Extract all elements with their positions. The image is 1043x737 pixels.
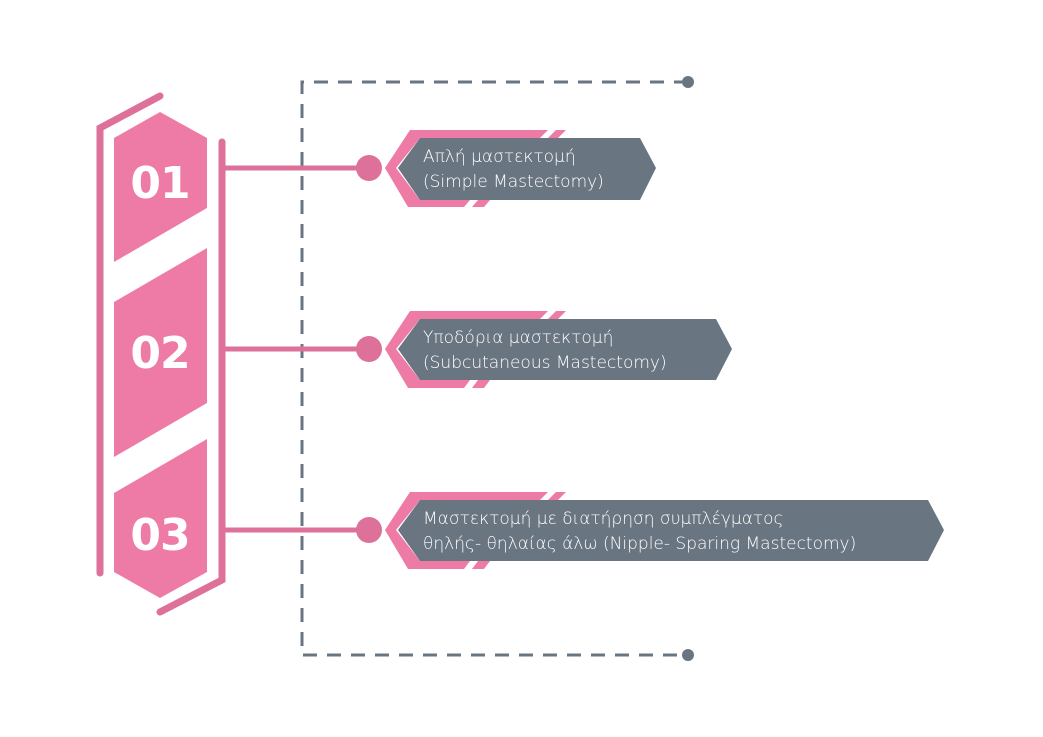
dashed-bracket-line (300, 80, 688, 657)
step-number-03: 03 (130, 510, 189, 561)
ribbon-segment-01 (114, 112, 207, 262)
pink-accent-frame (385, 492, 548, 569)
label-english: θηλής- θηλαίας άλω (Nipple- Sparing Mast… (423, 534, 856, 554)
label-card-02: Υποδόρια μαστεκτομή (Subcutaneous Mastec… (385, 311, 732, 388)
label-box (398, 138, 656, 200)
ribbon-segment-03 (114, 439, 207, 598)
pink-accent-stripe (548, 492, 566, 500)
label-card-01: Απλή μαστεκτομή (Simple Mastectomy) (385, 130, 656, 207)
pink-accent-stripe (472, 380, 490, 388)
label-greek: Απλή μαστεκτομή (423, 147, 576, 167)
left-outer-bracket (96, 92, 164, 577)
pink-accent-frame (385, 311, 548, 388)
frame-end-dot-bottom (682, 649, 694, 661)
label-english: (Subcutaneous Mastectomy) (423, 353, 667, 373)
number-ribbon (114, 112, 207, 598)
ribbon-segment-02 (114, 248, 207, 457)
right-outer-bracket (156, 138, 226, 616)
label-greek: Μαστεκτομή με διατήρηση συμπλέγματος (423, 509, 784, 529)
label-greek: Υποδόρια μαστεκτομή (423, 328, 613, 348)
label-box (398, 319, 732, 380)
label-box (398, 500, 944, 561)
connector-03 (222, 517, 382, 543)
connector-01 (222, 155, 382, 181)
pink-accent-stripe (472, 200, 490, 207)
step-number-01: 01 (130, 158, 189, 209)
connector-dot (356, 336, 382, 362)
connector-dot (356, 517, 382, 543)
connector-02 (222, 336, 382, 362)
pink-accent-stripe (548, 311, 566, 319)
label-card-03: Μαστεκτομή με διατήρηση συμπλέγματος θηλ… (385, 492, 944, 569)
connector-dot (356, 155, 382, 181)
pink-accent-stripe (548, 130, 566, 138)
frame-end-dot-top (682, 76, 694, 88)
pink-accent-stripe (472, 561, 490, 569)
label-english: (Simple Mastectomy) (423, 172, 604, 192)
pink-accent-frame (385, 130, 548, 207)
dashed-frame (300, 76, 694, 661)
step-number-02: 02 (130, 328, 189, 379)
